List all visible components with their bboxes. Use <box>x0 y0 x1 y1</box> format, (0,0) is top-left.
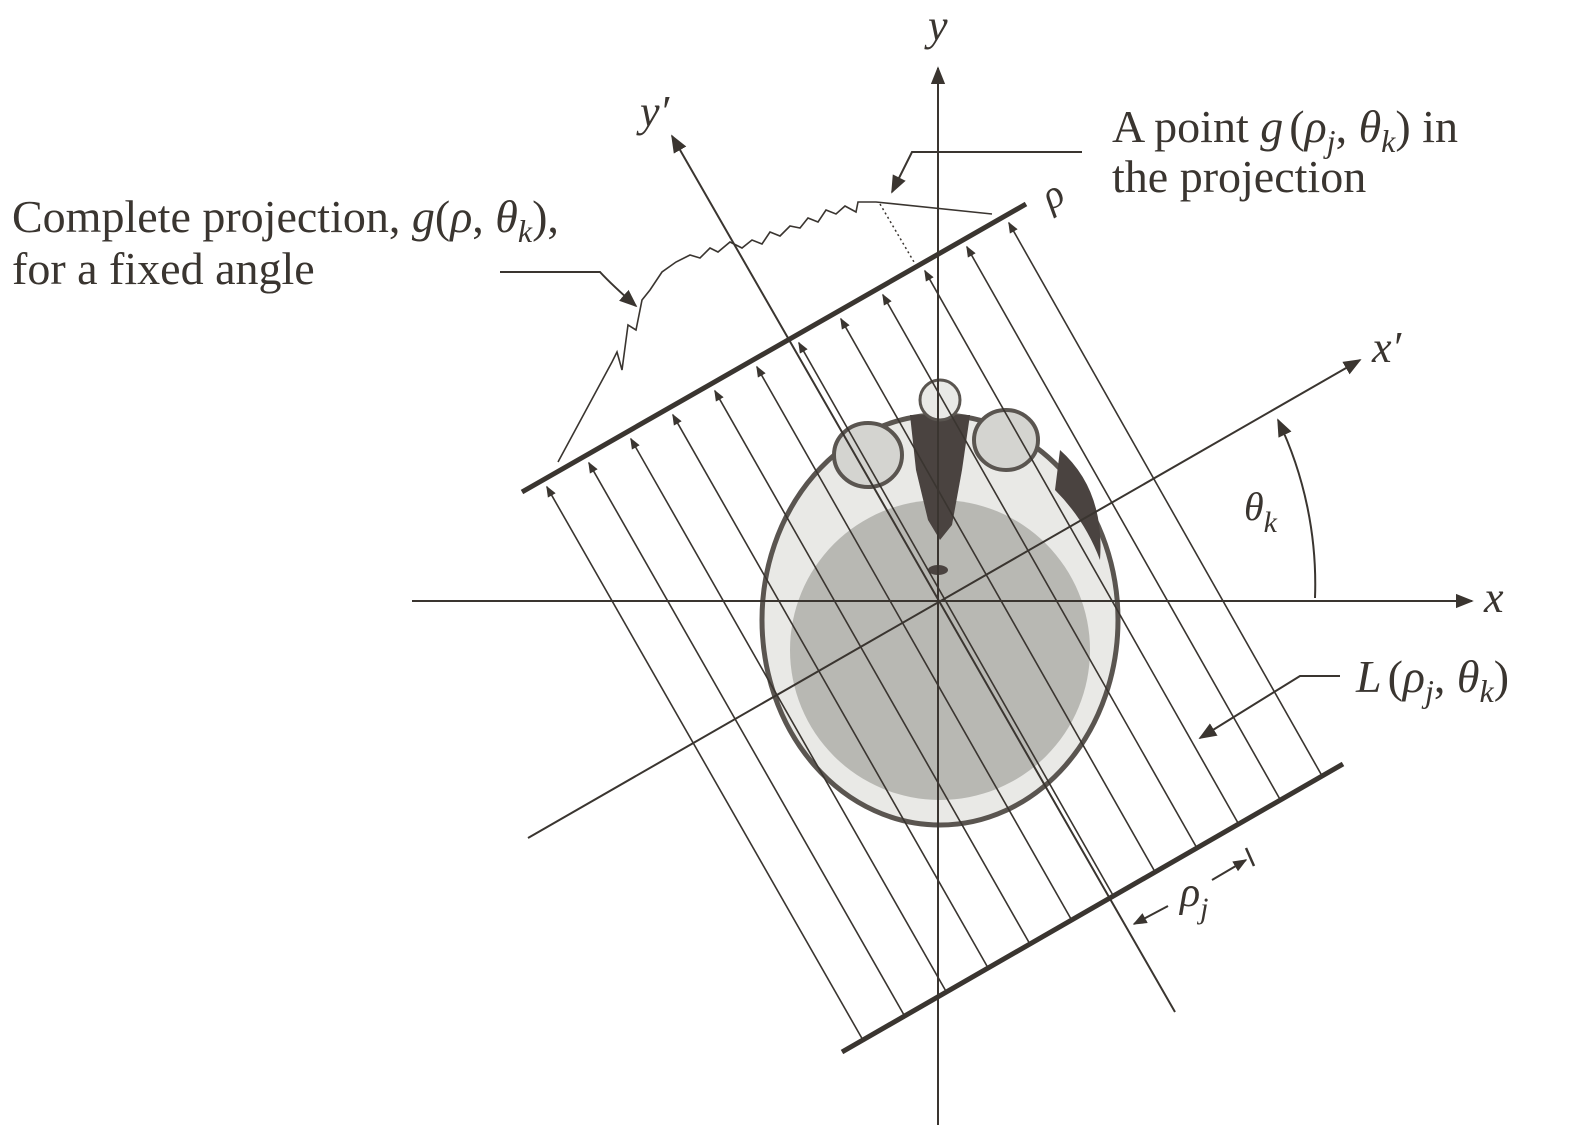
theta-k-theta: θ <box>1244 484 1264 529</box>
rho-j-arrow-left <box>1132 905 1169 925</box>
rho-j-tick <box>1244 847 1256 867</box>
ray-line-12 <box>1008 221 1323 777</box>
rho-j-rho: ρ <box>1178 870 1200 916</box>
detector-line-bottom <box>840 761 1345 1055</box>
theta-k-sub: k <box>1264 506 1278 539</box>
point-label-theta: θ <box>1359 101 1382 152</box>
complete-projection-rho: ρ <box>448 191 472 242</box>
complete-projection-label-line2: for a fixed angle <box>12 243 315 294</box>
ray-line-8 <box>840 317 1156 873</box>
brain-tissue <box>790 500 1090 800</box>
rho-j-markers <box>1132 847 1256 925</box>
line-label-rho: ρ <box>1401 651 1425 702</box>
ray-line-6 <box>756 365 1073 921</box>
ray-line-4 <box>672 413 989 969</box>
nasal-cavity <box>910 415 970 540</box>
nasal-bridge <box>918 378 962 422</box>
theta-arc-group <box>1277 418 1317 599</box>
point-label-suffix: in <box>1411 101 1458 152</box>
detector-line-top <box>520 201 1028 495</box>
ray-line-10 <box>924 269 1240 825</box>
point-label-text: A point <box>1112 101 1260 152</box>
theta-k-label: θk <box>1244 484 1278 539</box>
y-axis-label: y <box>924 1 948 50</box>
complete-projection-sub-k: k <box>518 213 533 249</box>
rho-j-label: ρj <box>1178 870 1209 925</box>
point-leader <box>891 151 1082 194</box>
point-label-rho: ρ <box>1303 101 1327 152</box>
line-label-leader <box>1198 675 1340 739</box>
complete-projection-label-line1: Complete projection, g(ρ, θk), <box>12 191 559 249</box>
ray-line-3 <box>630 437 948 993</box>
line-label-L: L <box>1355 651 1382 702</box>
line-label-sub-k: k <box>1480 673 1495 709</box>
complete-projection-theta: θ <box>495 191 518 242</box>
line-label-sub-j: j <box>1421 673 1434 709</box>
detectors <box>520 201 1345 1055</box>
rho-axis-label: ρ <box>1031 170 1072 220</box>
projection-curve <box>557 201 993 463</box>
complete-projection-open: ( <box>435 191 450 242</box>
projection-curve-group <box>557 201 993 463</box>
point-label-sub-j: j <box>1323 123 1336 159</box>
complete-projection-g: g <box>412 191 435 242</box>
ray-line-2 <box>588 461 906 1017</box>
right-temporal-dark <box>1055 450 1101 560</box>
point-label-g: g <box>1260 101 1283 152</box>
callouts <box>500 151 1340 739</box>
ray-line-7 <box>798 341 1115 897</box>
point-label-sub-k: k <box>1381 123 1396 159</box>
complete-projection-leader <box>500 271 638 308</box>
complete-projection-comma: , <box>472 191 495 242</box>
x-axis-label: x <box>1483 573 1504 622</box>
ray-line-11 <box>966 245 1282 801</box>
theta-arc <box>1277 418 1317 599</box>
rho-j-arrow-right <box>1211 859 1248 881</box>
ray-line-9 <box>882 293 1198 849</box>
x-prime-axis-label: x′ <box>1371 323 1403 372</box>
line-label-close: ) <box>1494 651 1509 702</box>
ray-line-1 <box>546 485 864 1041</box>
point-label-close: ) <box>1395 101 1410 152</box>
point-label-comma: , <box>1336 101 1359 152</box>
rho-j-sub: j <box>1196 892 1208 925</box>
complete-projection-text: Complete projection, <box>12 191 412 242</box>
point-label-line2: the projection <box>1112 151 1366 202</box>
line-label: L(ρj, θk) <box>1355 651 1509 709</box>
point-label-line1: A point g(ρj, θk) in <box>1112 101 1458 159</box>
line-label-comma: , <box>1434 651 1457 702</box>
point-label-open: ( <box>1289 101 1304 152</box>
complete-projection-close: ), <box>532 191 559 242</box>
ray-beams <box>546 221 1323 1041</box>
y-prime-axis-label: y′ <box>636 87 671 136</box>
point-dotted-drop <box>879 203 915 263</box>
left-orbit <box>832 421 904 489</box>
ray-line-5 <box>714 389 1031 945</box>
ct-head-slice <box>759 378 1121 828</box>
right-orbit <box>972 408 1040 472</box>
line-label-theta: θ <box>1457 651 1480 702</box>
y-prime-axis <box>671 134 1176 1013</box>
line-label-open: ( <box>1388 651 1403 702</box>
labels: y x x′ y′ Complete projection, g(ρ, θk),… <box>12 1 1509 925</box>
